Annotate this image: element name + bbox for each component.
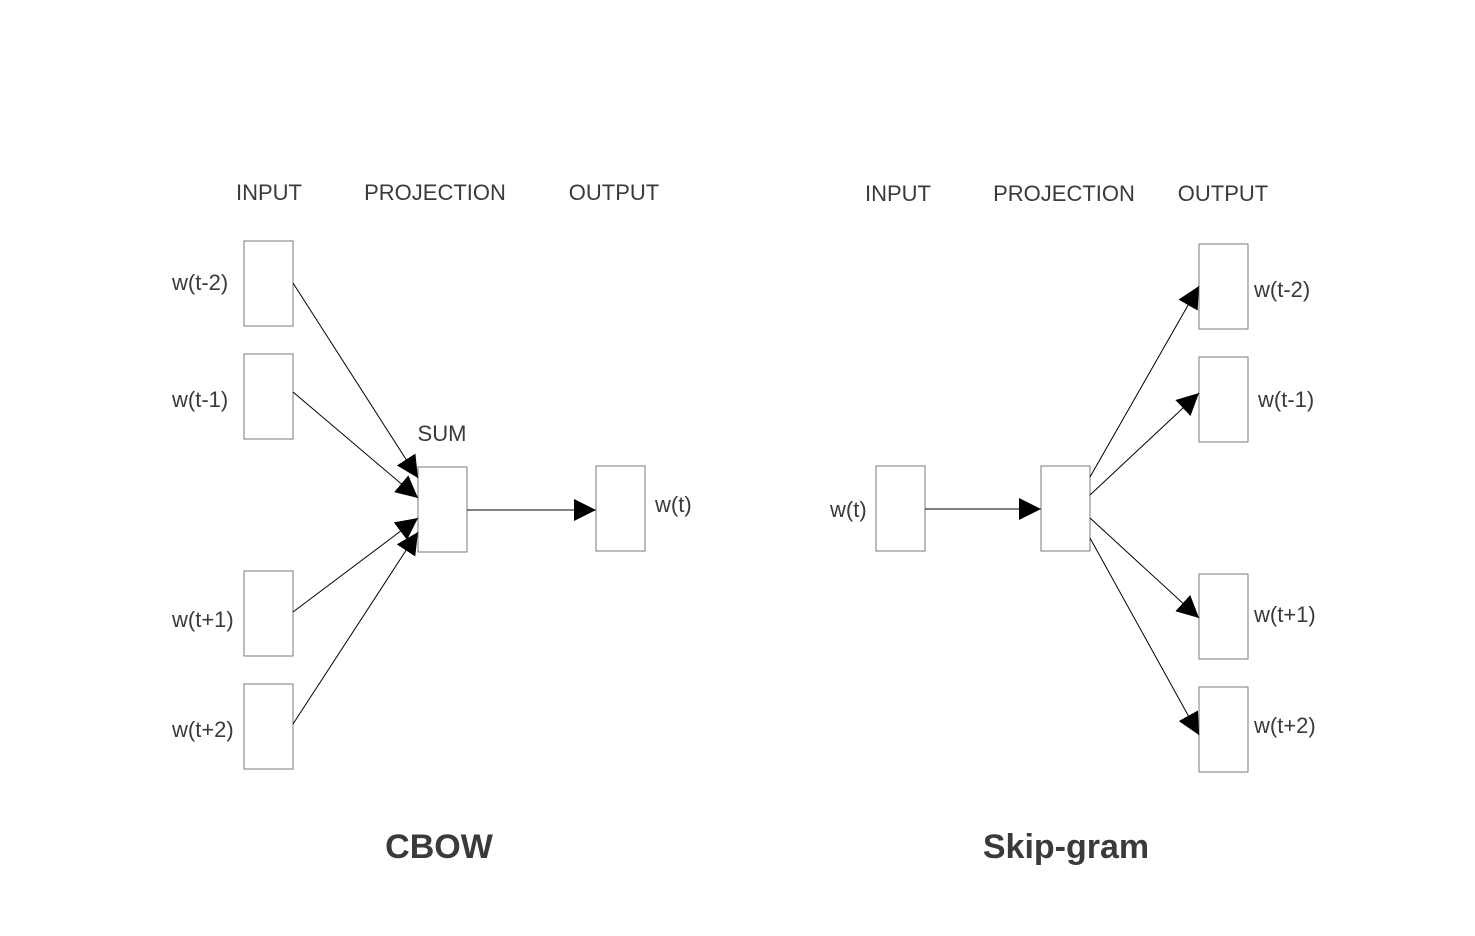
cbow-output-label: w(t) [654,492,692,517]
cbow-input-box-t-1 [243,353,294,440]
cbow-input-box-t-2 [243,240,294,327]
skipgram-arrow-t+1 [1089,517,1200,619]
cbow-input-label-t+1: w(t+1) [171,607,234,632]
skipgram-input-box [875,465,926,552]
skipgram-output-box-t-2 [1198,243,1249,330]
skipgram-output-box-t-1 [1198,356,1249,443]
skipgram-arrow-t+2 [1089,537,1200,736]
cbow-projection-header: PROJECTION [364,180,506,205]
cbow-diagram: INPUT PROJECTION OUTPUT w(t-2) w(t-1) w(… [171,180,692,866]
cbow-output-box [595,465,646,552]
skipgram-output-label-t+1: w(t+1) [1253,602,1316,627]
skipgram-output-label-t-1: w(t-1) [1257,387,1314,412]
cbow-arrow-t-2 [292,282,419,479]
cbow-input-label-t-2: w(t-2) [171,270,228,295]
skipgram-projection-box [1040,465,1091,552]
skipgram-output-label-t-2: w(t-2) [1253,277,1310,302]
cbow-arrow-t-1 [292,391,419,499]
skipgram-output-box-t+1 [1198,573,1249,660]
skipgram-input-label: w(t) [829,497,867,522]
cbow-title: CBOW [385,828,494,866]
cbow-input-label-t-1: w(t-1) [171,387,228,412]
cbow-projection-box [417,466,468,553]
cbow-arrow-t+1 [292,517,419,613]
cbow-arrow-t+2 [292,531,419,725]
skipgram-output-box-t+2 [1198,686,1249,773]
cbow-output-header: OUTPUT [569,180,659,205]
skipgram-input-header: INPUT [865,181,931,206]
cbow-input-box-t+1 [243,570,294,657]
skipgram-arrow-t-2 [1089,285,1200,478]
cbow-sum-label: SUM [418,421,467,446]
skipgram-arrow-t-1 [1089,392,1200,496]
skipgram-projection-header: PROJECTION [993,181,1135,206]
skipgram-output-header: OUTPUT [1178,181,1268,206]
cbow-input-header: INPUT [236,180,302,205]
skipgram-diagram: INPUT PROJECTION OUTPUT w(t) w(t-2) w(t-… [829,181,1316,866]
skipgram-title: Skip-gram [983,828,1149,866]
skipgram-output-label-t+2: w(t+2) [1253,713,1316,738]
cbow-input-box-t+2 [243,683,294,770]
cbow-input-label-t+2: w(t+2) [171,717,234,742]
